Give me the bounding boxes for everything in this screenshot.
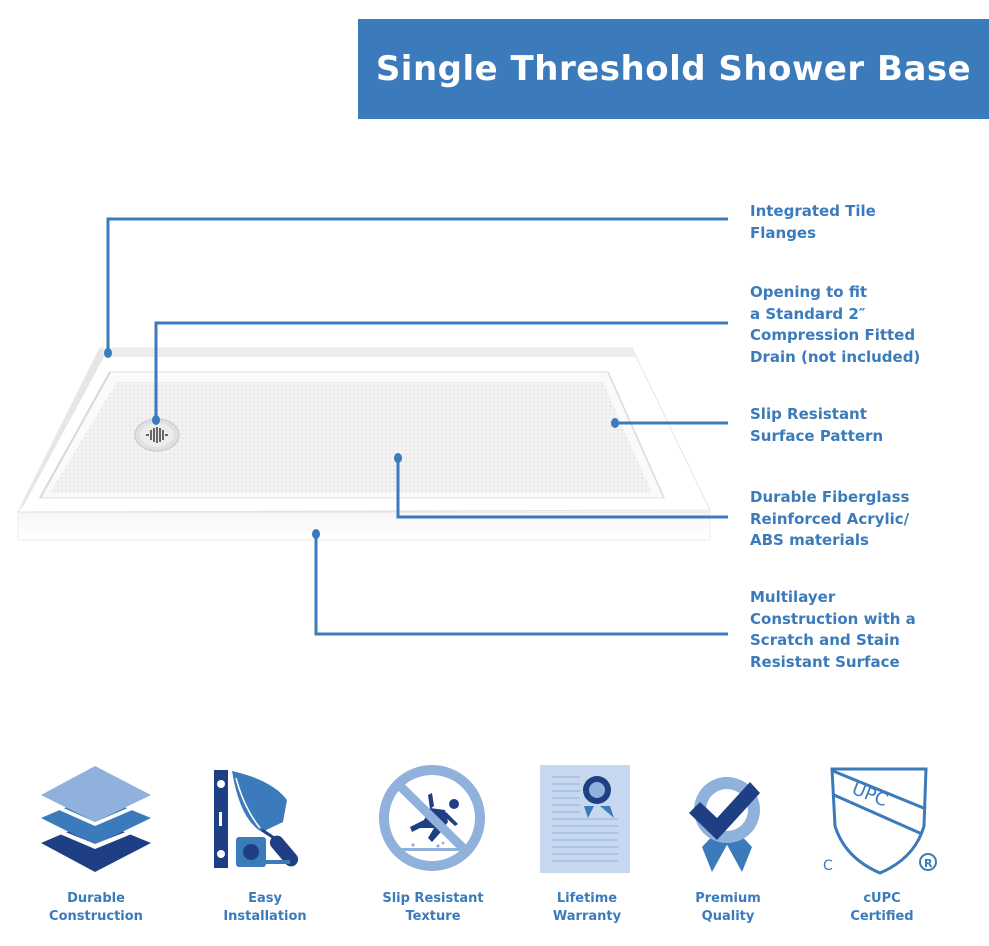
leader-flanges <box>106 217 728 352</box>
callout-dots <box>104 348 619 539</box>
cupc-shield-icon: UPC C R <box>823 767 937 875</box>
feature-cupc-certified: cUPC Certified <box>850 891 914 924</box>
svg-text:C: C <box>823 858 833 874</box>
callout-drain-opening: Opening to fit a Standard 2″ Compression… <box>750 283 921 366</box>
checkmark-ribbon-icon <box>689 777 760 872</box>
callout-integrated-tile-flanges: Integrated Tile Flanges <box>750 202 876 242</box>
callout-slip-resistant-surface: Slip Resistant Surface Pattern <box>750 405 884 445</box>
layers-icon <box>41 766 151 872</box>
feature-premium-quality: Premium Quality <box>695 891 761 924</box>
callout-multilayer-construction: Multilayer Construction with a Scratch a… <box>750 588 916 671</box>
leader-materials <box>396 458 728 519</box>
no-slip-icon <box>379 765 485 871</box>
page-title: Single Threshold Shower Base <box>375 49 972 89</box>
svg-text:UPC: UPC <box>849 778 891 811</box>
leader-drain <box>154 321 728 420</box>
title-banner: Single Threshold Shower Base <box>358 19 989 119</box>
tools-icon <box>214 770 299 868</box>
feature-lifetime-warranty: Lifetime Warranty <box>552 891 622 924</box>
callout-durable-materials: Durable Fiberglass Reinforced Acrylic/ A… <box>750 488 910 549</box>
feature-easy-installation: Easy Installation <box>223 891 307 924</box>
drain-icon <box>134 418 180 452</box>
certificate-icon <box>540 765 630 873</box>
svg-text:R: R <box>924 857 933 870</box>
feature-durable-construction: Durable Construction <box>49 891 143 924</box>
feature-slip-resistant-texture: Slip Resistant Texture <box>382 891 484 924</box>
leader-multilayer <box>314 534 728 636</box>
callout-leaders <box>106 217 728 636</box>
shower-tray <box>17 347 711 541</box>
